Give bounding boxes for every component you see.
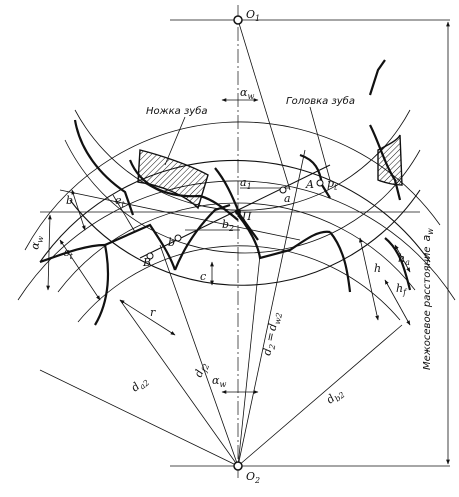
label-et: et: [115, 194, 126, 209]
label-h: h: [374, 262, 381, 275]
radial-line-5: [237, 324, 403, 467]
b-dim: [71, 189, 86, 231]
label-point-a-lower: a: [284, 192, 291, 205]
hatched-tooth-root-right: [377, 134, 403, 186]
upper-tooth-profile-right: [299, 153, 331, 199]
point-b-lower: [174, 234, 182, 242]
upper-mid-arc: [64, 139, 421, 254]
label-tooth-root: Ножка зуба: [146, 105, 208, 117]
label-r: r: [150, 306, 156, 319]
hatched-tooth-root-left: [137, 149, 209, 210]
label-b: b: [66, 194, 73, 207]
lower-tooth-5: [329, 231, 352, 293]
upper-tooth-profile-right-2: [369, 124, 402, 201]
radial-line-3: [159, 244, 239, 467]
label-st: st: [64, 246, 74, 261]
label-alpha-upper: αw: [240, 86, 254, 101]
head-leader: [309, 106, 331, 181]
lower-arc-3: [39, 159, 431, 263]
label-alpha-left: αw: [28, 234, 45, 251]
tangent-line: [59, 189, 301, 241]
label-df2: df2: [192, 360, 212, 380]
label-d2-dw2: d2=dw2: [260, 311, 284, 357]
label-point-b-lower: b: [168, 236, 175, 249]
upper-tooth-profile-mid: [214, 167, 259, 241]
root-leader: [164, 116, 186, 166]
o1-point: [233, 15, 243, 25]
ha-dim: [394, 244, 411, 273]
label-tooth-head: Головка зуба: [286, 95, 355, 107]
label-a1: a1: [240, 176, 252, 191]
r-dim: [119, 299, 176, 336]
lower-arc-1: [17, 180, 456, 301]
lower-tooth-2: [104, 223, 177, 271]
o2-point: [233, 461, 243, 471]
upper-tooth-profile-left: [73, 119, 135, 216]
radial-line-6: [237, 254, 261, 467]
label-alpha-lower: αw: [212, 374, 226, 389]
label-da2: da2: [129, 373, 152, 395]
hf-dim: [384, 279, 411, 326]
lower-arc-5: [77, 245, 401, 323]
pole-point: [235, 209, 241, 215]
label-c: c: [200, 270, 206, 283]
st-dim: [59, 239, 101, 301]
label-point-a-upper: A: [305, 178, 314, 191]
radial-line-1: [39, 369, 239, 467]
radial-line-4: [237, 149, 306, 467]
label-point-b-upper: B: [142, 256, 151, 269]
et-dim: [112, 194, 136, 233]
label-b2: b2: [222, 218, 234, 233]
lower-arc-4: [57, 202, 416, 293]
point-a-upper: [316, 179, 324, 187]
label-hf: hf: [396, 282, 408, 297]
upper-tooth-profile-mid-left: [128, 159, 239, 221]
lower-tooth-3: [173, 203, 231, 271]
h-dim: [359, 237, 379, 321]
lower-tooth-4: [237, 214, 331, 260]
label-ha: ha: [398, 252, 410, 267]
o1-line-1: [237, 19, 291, 191]
upper-tooth-tip: [368, 59, 386, 96]
label-o1: O1: [246, 8, 260, 23]
label-center-distance: Межосевое расстояниеaw: [420, 228, 435, 370]
label-pole: П: [241, 210, 252, 223]
lower-tooth-1: [39, 243, 110, 326]
line-of-action: [139, 164, 331, 259]
label-o2: O2: [246, 470, 260, 485]
alpha-left-dim: [46, 214, 52, 291]
point-b-upper: [146, 252, 154, 260]
point-a-lower: [279, 186, 287, 194]
label-pt: pt: [327, 177, 338, 192]
